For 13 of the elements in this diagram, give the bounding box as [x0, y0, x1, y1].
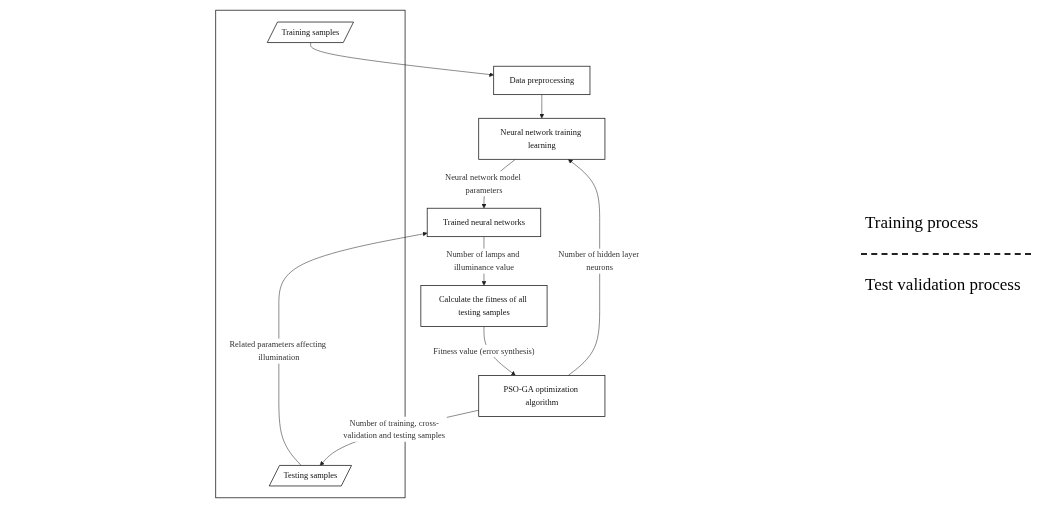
edge-label: Neural network model parameters: [444, 172, 521, 195]
node-box: Data preprocessing: [492, 65, 590, 96]
section-label: Test validation process: [864, 274, 1022, 296]
node-box: Neural network training learning: [477, 117, 605, 160]
node-box: Trained neural networks: [426, 207, 541, 238]
node-box: PSO-GA optimization algorithm: [477, 375, 605, 417]
edge-label: Number of hidden layer neurons: [557, 250, 639, 272]
section-label: Training process: [864, 212, 980, 234]
edge-label: Number of training, cross-validation and testing samples: [342, 418, 445, 440]
edge-label: Related parameters affecting illumination: [228, 340, 326, 362]
edge-label: Fitness value (error synthesis): [432, 346, 535, 356]
node-box: Calculate the fitness of all testing samples: [419, 285, 547, 327]
edge-label: Number of lamps and illuminance value: [445, 250, 519, 272]
